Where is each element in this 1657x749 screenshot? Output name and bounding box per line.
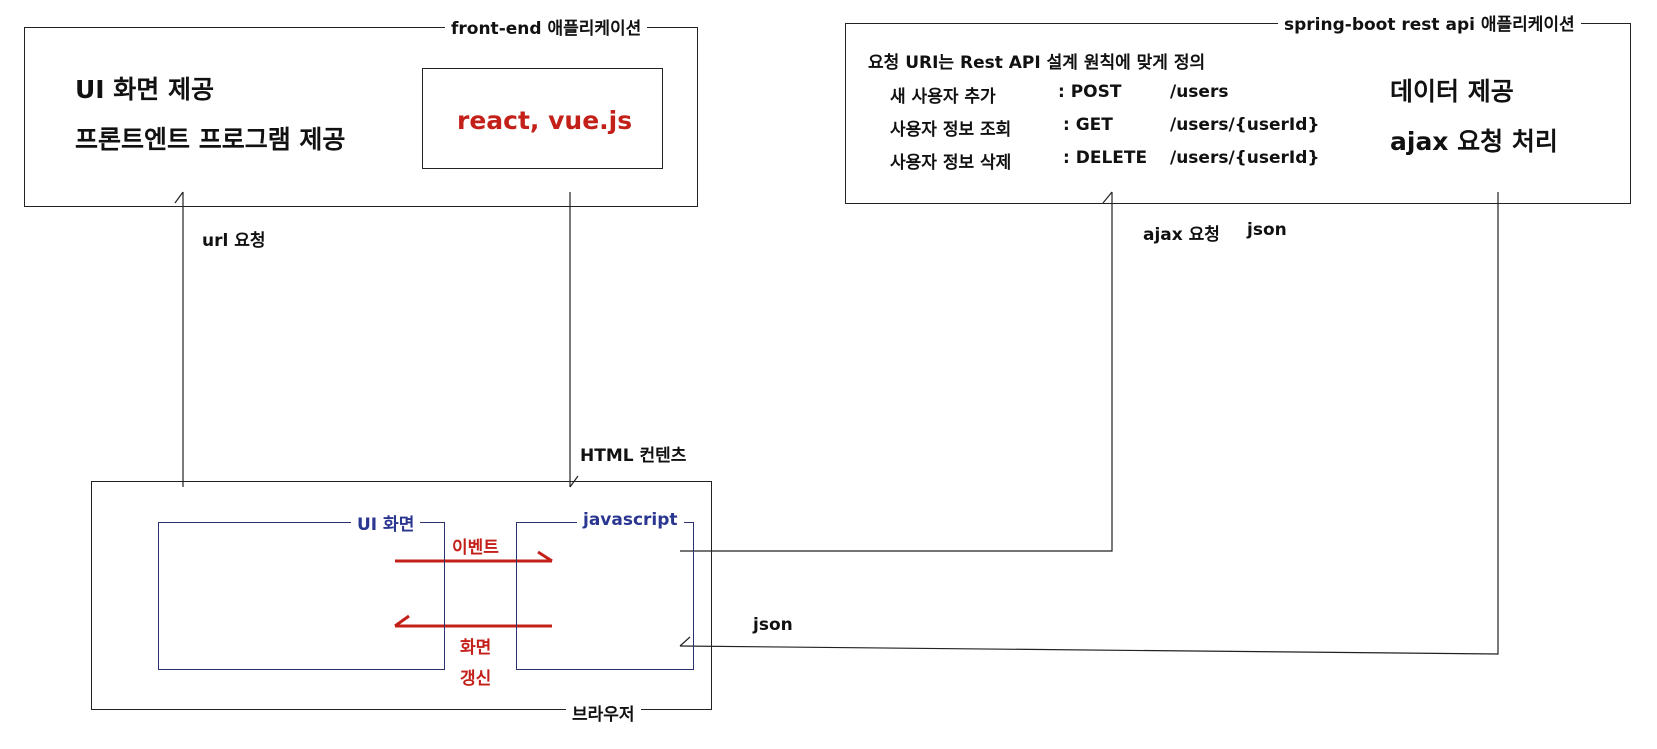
html-content-label: HTML 컨텐츠 — [580, 446, 687, 466]
url-request-arrowhead — [174, 191, 184, 204]
refresh-label-line1: 화면 — [460, 638, 492, 658]
endpoint-method: : POST — [1058, 82, 1122, 102]
endpoint-path: /users/{userId} — [1170, 148, 1320, 168]
frontend-app-title: front-end 애플리케이션 — [445, 14, 648, 39]
ajax-request-line — [680, 192, 1113, 552]
event-label: 이벤트 — [452, 538, 499, 558]
javascript-label: javascript — [577, 510, 684, 530]
refresh-label-line2: 갱신 — [460, 669, 492, 689]
json-response-label-top: json — [1247, 220, 1287, 240]
endpoint-method: : DELETE — [1063, 148, 1148, 168]
json-response-line — [679, 192, 1499, 655]
ui-screen-box — [158, 522, 445, 670]
endpoint-path: /users/{userId} — [1170, 115, 1320, 135]
url-request-label: url 요청 — [202, 231, 266, 251]
refresh-arrowhead — [394, 614, 410, 628]
endpoint-name: 사용자 정보 삭제 — [890, 153, 1012, 173]
ui-screen-label: UI 화면 — [351, 510, 421, 535]
browser-box — [91, 481, 712, 710]
frontend-line-ui: UI 화면 제공 — [75, 75, 215, 104]
ajax-request-label: ajax 요청 — [1143, 225, 1220, 245]
backend-app-title: spring-boot rest api 애플리케이션 — [1278, 10, 1581, 35]
backend-line-ajax: ajax 요청 처리 — [1390, 127, 1558, 156]
json-response-arrowhead — [679, 636, 691, 647]
endpoint-name: 새 사용자 추가 — [890, 87, 996, 107]
framework-label: react, vue.js — [457, 106, 633, 135]
backend-heading: 요청 URI는 Rest API 설계 원칙에 맞게 정의 — [868, 53, 1206, 73]
endpoint-method: : GET — [1063, 115, 1113, 135]
event-arrowhead — [537, 550, 553, 563]
browser-title: 브라우저 — [566, 700, 641, 725]
framework-box — [422, 68, 663, 169]
frontend-line-program: 프론트엔트 프로그램 제공 — [75, 125, 346, 154]
backend-line-data: 데이터 제공 — [1390, 77, 1514, 106]
ajax-request-arrowhead — [1102, 191, 1113, 204]
frontend-app-box — [24, 27, 698, 207]
backend-app-box — [845, 23, 1631, 204]
json-response-label-bottom: json — [753, 615, 793, 635]
javascript-box — [516, 522, 694, 670]
endpoint-path: /users — [1170, 82, 1229, 102]
endpoint-name: 사용자 정보 조회 — [890, 120, 1012, 140]
